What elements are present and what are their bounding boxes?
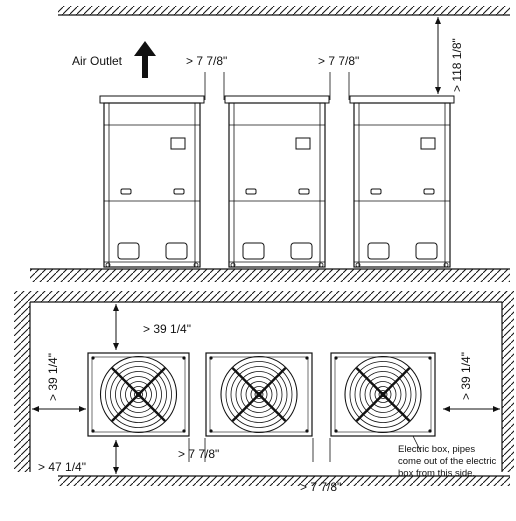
elevation-view: Air Outlet > 7 7/8" > 7 7/8" > 118 1/8" [30, 6, 510, 282]
outdoor-unit-top-3 [330, 352, 436, 437]
electric-box-note-line-3: box from this side. [398, 468, 475, 479]
ground-hatch [30, 269, 510, 282]
callout-leader [412, 435, 422, 453]
fan-grille-icon [344, 355, 422, 434]
plan-gap-label-1: > 7 7/8" [178, 447, 219, 461]
fan-grille-icon [220, 355, 298, 434]
outdoor-unit-front-3 [349, 95, 455, 268]
arrow-up-icon [134, 41, 156, 78]
rear-wall-hatch [14, 291, 510, 302]
right-wall-hatch [502, 291, 514, 472]
outdoor-unit-top-2 [205, 352, 313, 437]
plan-gap-label-2: > 7 7/8" [300, 480, 341, 494]
right-clearance-label: > 39 1/4" [459, 352, 473, 400]
side-gap-label-2: > 7 7/8" [318, 54, 359, 68]
front-wall-hatch [58, 476, 510, 486]
outdoor-unit-front-1 [99, 95, 205, 268]
outdoor-unit-front-2 [224, 95, 330, 268]
top-clearance-label: > 118 1/8" [450, 38, 464, 92]
rear-clearance-label: > 39 1/4" [143, 322, 191, 336]
side-gap-label-1: > 7 7/8" [186, 54, 227, 68]
left-clearance-label: > 39 1/4" [46, 353, 60, 401]
plan-view: > 39 1/4" > 39 1/4" > 39 1/4" > 47 1/4" … [14, 291, 514, 494]
front-clearance-label: > 47 1/4" [38, 460, 86, 474]
fan-grille-icon [99, 355, 178, 434]
air-outlet-label: Air Outlet [72, 54, 123, 68]
outdoor-unit-top-1 [87, 352, 190, 437]
electric-box-note-line-2: come out of the electric [398, 456, 496, 467]
ceiling-hatch [58, 6, 510, 15]
electric-box-note-line-1: Electric box, pipes [398, 444, 475, 455]
left-wall-hatch [14, 302, 30, 472]
